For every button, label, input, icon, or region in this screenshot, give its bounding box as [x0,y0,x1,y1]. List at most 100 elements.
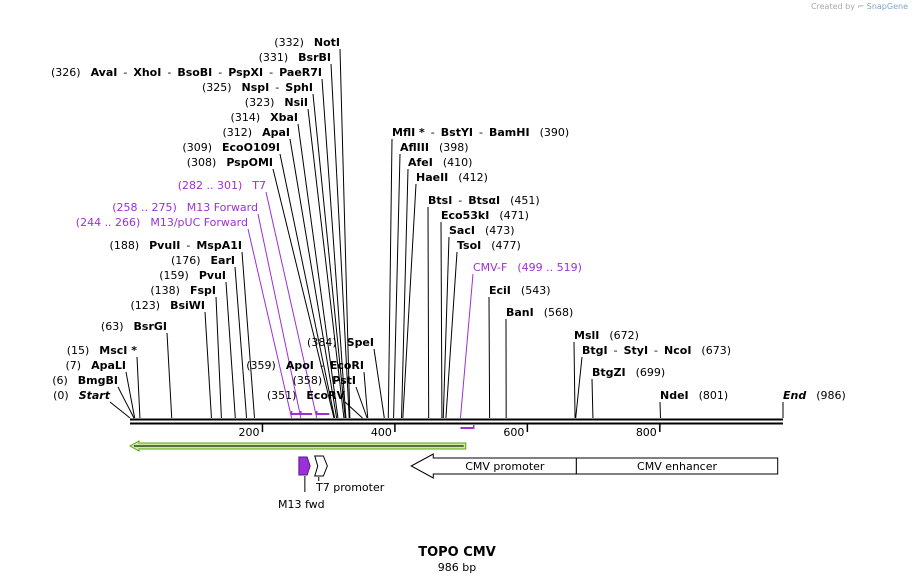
leader-line-ecorv [344,401,363,419]
leader-line-btgzi [591,378,594,419]
site-label-part: (123) [130,299,160,312]
site-label-m13puc: (244 .. 266) M13/pUC Forward [76,216,248,229]
site-label-part: (15) [67,344,90,357]
site-label-part: (6) [52,374,68,387]
site-label-part: (325) [202,81,232,94]
leader-line-bmgbi [117,386,135,419]
orf-arrow [128,440,467,452]
site-label-part: HaeII [416,171,448,184]
site-label-part: BsiWI [170,299,205,312]
site-label-nspi: (325)NspI-SphI [202,81,313,94]
ruler-tick-200: 200 [238,424,264,439]
site-label-pvui: (159)PvuI [159,269,226,282]
site-label-part: Start [79,389,111,402]
site-label-part: (312) [223,126,253,139]
site-label-part: - [167,66,171,79]
site-label-part: M13/pUC Forward [150,216,248,229]
orf-reverse-arrow [128,440,467,452]
site-labels: (0)Start(6)BmgBI(7)ApaLI(15)MscI *(63)Bs… [51,36,846,402]
site-label-part: PspOMI [226,156,273,169]
leader-line-bsrbi [330,63,350,419]
site-label-part: (244 .. 266) [76,216,141,229]
site-label-part: EarI [211,254,235,267]
m13-fwd-primer-glyph [298,456,311,476]
site-label-part: - [218,66,222,79]
leader-line-t7 [265,191,318,419]
site-label-pspomi: (308)PspOMI [187,156,273,169]
leader-line-noti [339,48,351,419]
leader-line-afei [401,168,409,419]
site-label-part: PaeR7I [279,66,322,79]
feature-label: M13 fwd [278,498,325,511]
leader-line-afliii [393,153,401,419]
site-label-part: - [320,359,324,372]
primer-bar-m13fwd [300,411,313,415]
site-label-part: - [269,66,273,79]
site-label-part: NdeI [660,389,689,402]
site-label-part: FspI [190,284,216,297]
site-label-part: (331) [259,51,289,64]
site-label-btsi: BtsI-BtsαI(451) [428,194,540,207]
site-label-part: CMV-F [473,261,507,274]
site-label-part: (673) [701,344,731,357]
primer-bar-t7 [316,411,330,415]
ruler-tick-400: 400 [371,424,396,439]
leader-line-haeii [402,183,417,419]
site-label-part: (412) [458,171,488,184]
site-label-part: (398) [439,141,469,154]
site-label-part: (410) [443,156,473,169]
site-label-part: (188) [110,239,140,252]
feature-label: CMV promoter [465,460,545,473]
map-title-block: TOPO CMV 986 bp [0,545,914,574]
leader-line-avai [321,78,347,419]
credit-brand: SnapGene [866,2,908,11]
site-label-part: MspA1I [196,239,242,252]
site-label-cmvf: CMV-F (499 .. 519) [473,261,582,274]
site-label-part: (7) [65,359,81,372]
feature-m13-fwd: M13 fwd [278,456,325,511]
site-label-part: SpeI [347,336,374,349]
site-label-msli: MslI(672) [574,329,639,342]
site-label-haeii: HaeII (412) [416,171,488,184]
leader-line-pvui [225,281,236,419]
leader-line-m13puc [247,228,293,419]
site-label-part: BsrGI [134,320,167,333]
site-label-part: M13 Forward [187,201,258,214]
leader-line-apali [125,371,136,419]
site-label-part: - [275,81,279,94]
site-label-ecoo109i: (309)EcoO109I [182,141,280,154]
site-label-part: (282 .. 301) [178,179,243,192]
site-label-part: (473) [485,224,515,237]
site-label-part: (63) [101,320,124,333]
site-label-part: (499 .. 519) [517,261,582,274]
site-label-part: AvaI [91,66,118,79]
site-label-part: AfeI [408,156,433,169]
ruler-tick-800: 800 [636,424,661,439]
site-label-part: (801) [699,389,729,402]
site-label-part: (314) [231,111,261,124]
ruler-tick-label: 200 [238,426,259,439]
feature-cmv-enhancer: CMV enhancer [575,457,779,475]
site-label-part: (258 .. 275) [112,201,177,214]
site-label-bani: BanI(568) [506,306,573,319]
primer-bar-cmvf [460,425,475,429]
site-label-part: (309) [182,141,212,154]
site-label-part: ApaI [262,126,290,139]
site-label-part: AflIII [400,141,429,154]
site-label-part: NotI [314,36,340,49]
site-label-part: NsiI [284,96,308,109]
site-label-part: End [783,389,806,402]
site-label-part: BmgBI [78,374,118,387]
site-label-part: (359) [246,359,276,372]
feature-label: T7 promoter [315,481,385,494]
site-label-part: (384) [307,336,337,349]
leader-line-msli [573,341,576,419]
site-label-m13fwd: (258 .. 275) M13 Forward [112,201,258,214]
site-label-tsoi: TsoI(477) [457,239,521,252]
leader-line-xbai [297,123,339,419]
leader-line-btgi [575,356,583,419]
site-label-part: (332) [274,36,304,49]
site-label-part: Eco53kI [441,209,489,222]
site-label-part: BtsI [428,194,452,207]
